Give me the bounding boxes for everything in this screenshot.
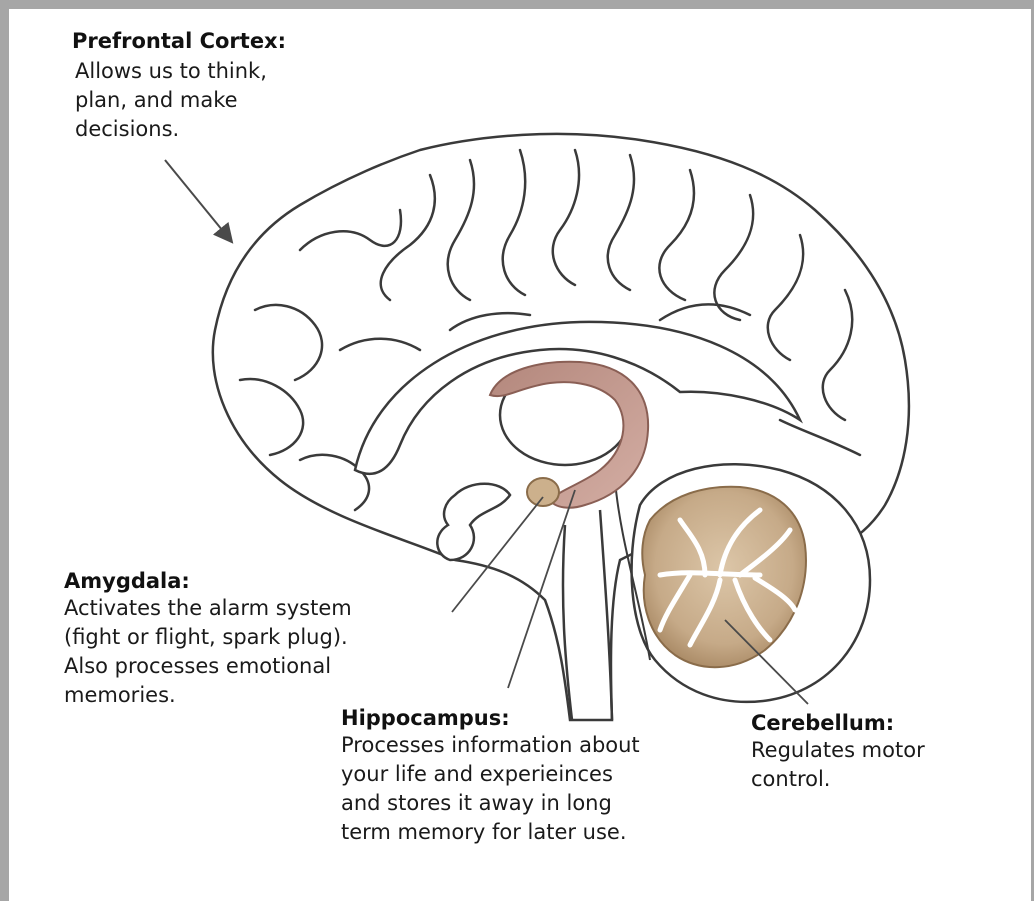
amygdala-title: Amygdala: bbox=[64, 568, 444, 594]
amygdala-description: Activates the alarm system (fight or fli… bbox=[64, 594, 444, 710]
label-prefrontal-cortex: Prefrontal Cortex: Allows us to think, p… bbox=[72, 28, 372, 144]
hippocampus-title: Hippocampus: bbox=[341, 705, 721, 731]
cerebellum-description: Regulates motor control. bbox=[751, 736, 1021, 794]
prefrontal-title: Prefrontal Cortex: bbox=[72, 28, 372, 54]
hippocampus-description: Processes information about your life an… bbox=[341, 731, 721, 847]
cerebellum-title: Cerebellum: bbox=[751, 710, 1021, 736]
label-cerebellum: Cerebellum: Regulates motor control. bbox=[751, 710, 1021, 794]
label-amygdala: Amygdala: Activates the alarm system (fi… bbox=[64, 568, 444, 710]
label-hippocampus: Hippocampus: Processes information about… bbox=[341, 705, 721, 847]
pointer-prefrontal bbox=[165, 160, 227, 236]
amygdala-shape bbox=[527, 478, 559, 506]
prefrontal-description: Allows us to think, plan, and make decis… bbox=[75, 57, 372, 144]
